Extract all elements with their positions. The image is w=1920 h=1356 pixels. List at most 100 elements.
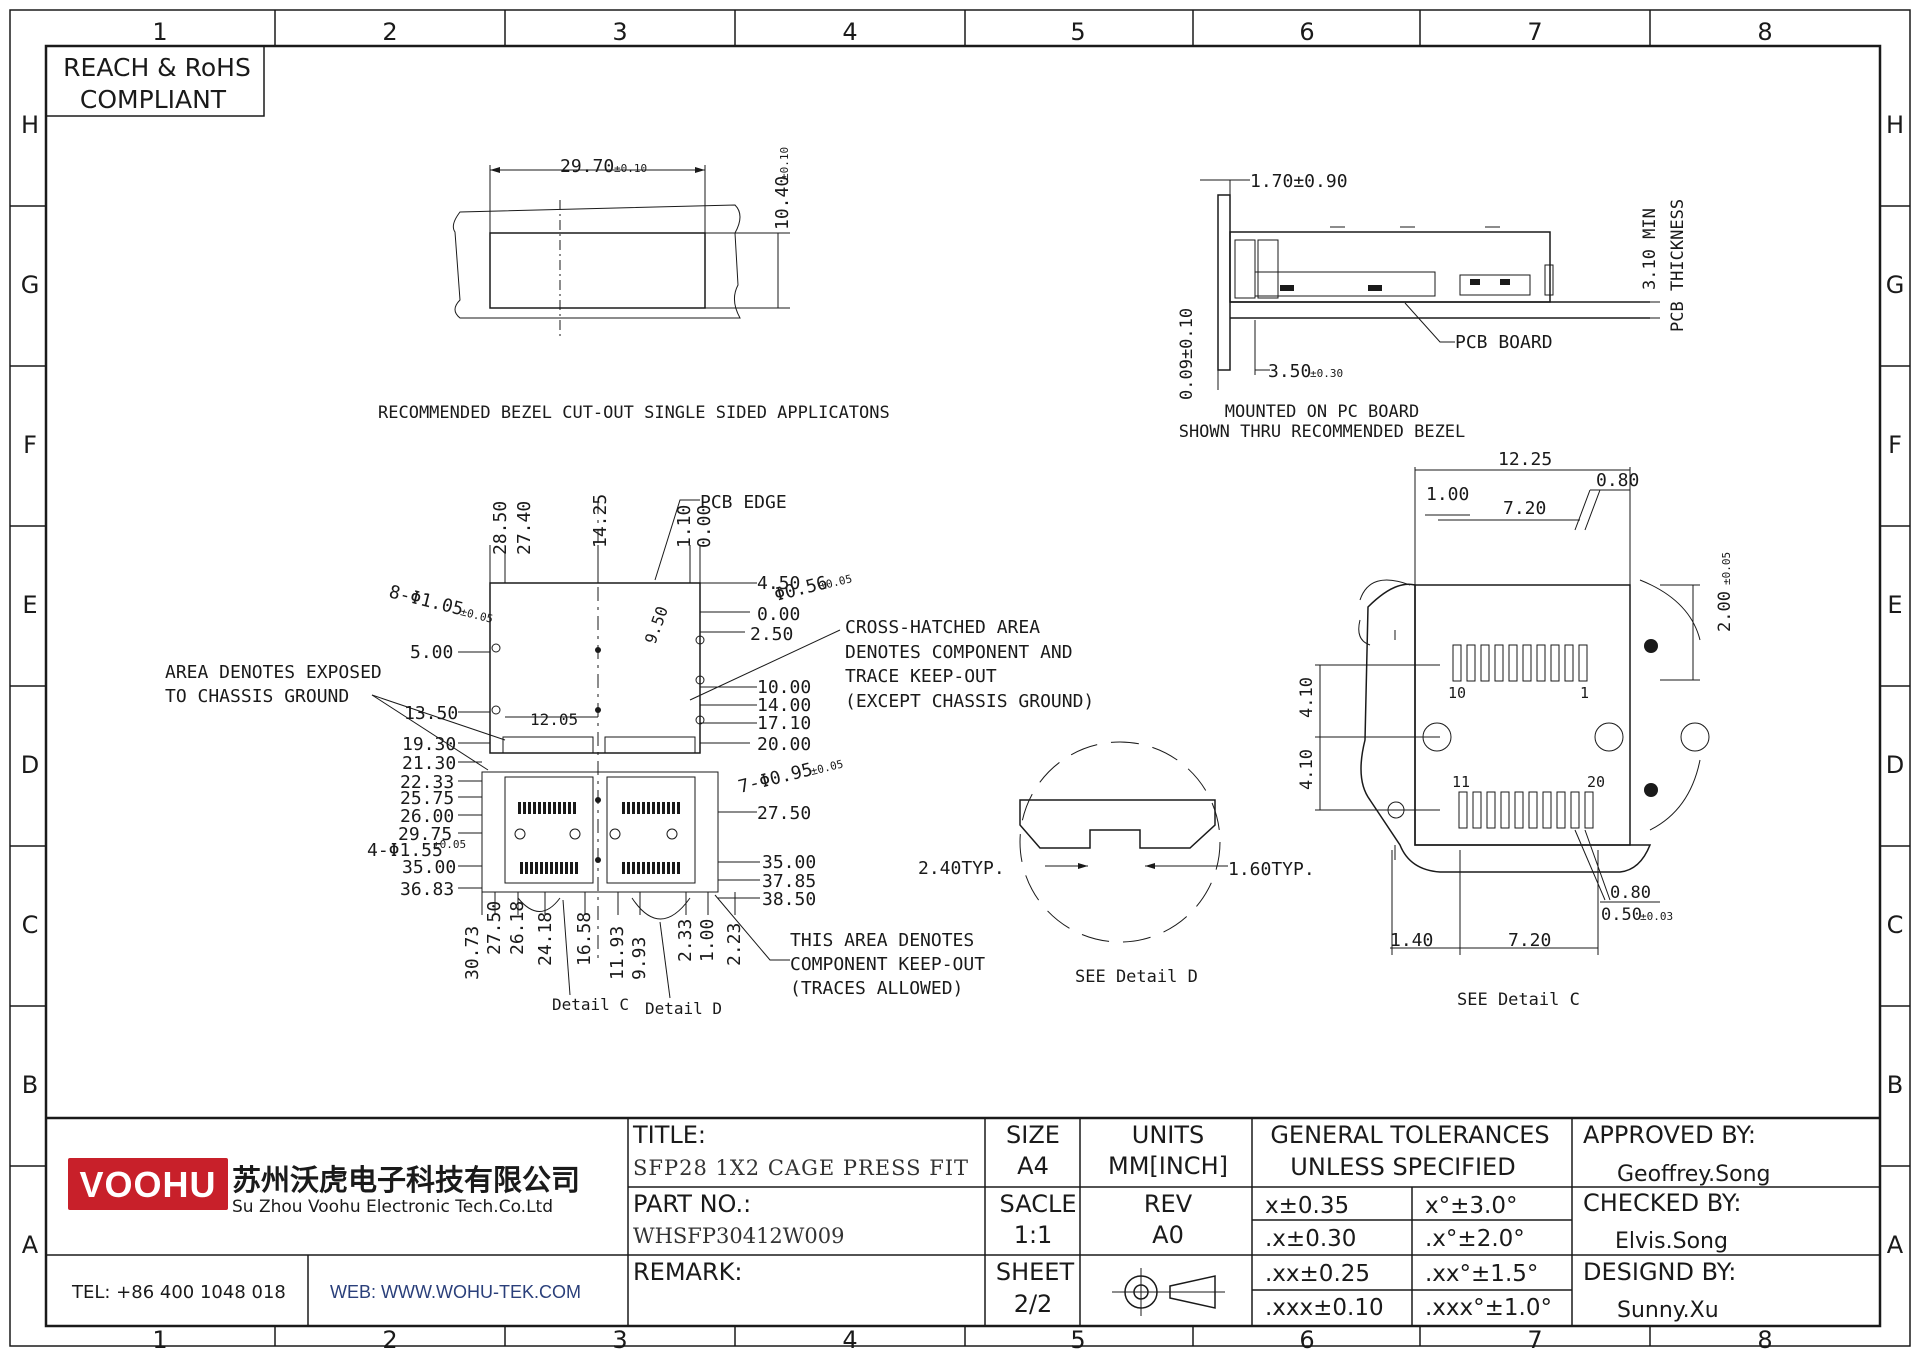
fp-note-cross-3: TRACE KEEP-OUT	[845, 666, 997, 687]
fp-top-dim-14-25: 14.25	[590, 494, 611, 548]
row-label: G	[21, 271, 40, 299]
fp-left-dim: 35.00	[402, 857, 456, 878]
tel: TEL: +86 400 1048 018	[71, 1282, 286, 1303]
row-label: G	[1886, 271, 1905, 299]
row-label: C	[22, 911, 39, 939]
designed-value: Sunny.Xu	[1617, 1298, 1719, 1323]
footprint-pad	[558, 802, 561, 814]
fp-left-dim: 36.83	[400, 879, 454, 900]
units-value: MM[INCH]	[1108, 1152, 1228, 1180]
tol-angular: .xx°±1.5°	[1425, 1261, 1538, 1287]
fp-left-dim: 29.75	[398, 824, 452, 845]
fp-bottom-dim: 24.18	[535, 912, 556, 966]
fp-bottom-dim: 9.93	[629, 937, 650, 980]
row-labels-left: H G F E D C B A	[21, 111, 40, 1259]
fp-bottom-dim: 26.18	[507, 901, 528, 955]
detail-c-dim-12-25: 12.25	[1498, 449, 1552, 470]
row-label: F	[1888, 431, 1902, 459]
row-label: A	[22, 1231, 39, 1259]
fp-inner-dim-9-50: 9.50	[641, 604, 672, 647]
footprint-pad	[523, 802, 526, 814]
side-caption-2: SHOWN THRU RECOMMENDED BEZEL	[1179, 422, 1466, 442]
footprint-pad	[647, 862, 650, 874]
fp-right-dim: 38.50	[762, 889, 816, 910]
row-labels-right: H G F E D C B A	[1886, 111, 1905, 1259]
footprint-pad	[535, 862, 538, 874]
bezel-width-tol: ±0.10	[614, 162, 647, 175]
bezel-cutout-outline	[489, 232, 706, 309]
fp-detail-d-label: Detail D	[645, 999, 722, 1018]
fp-hole-note-4: 4-Φ1.55	[367, 840, 443, 861]
footprint-pad	[530, 862, 533, 874]
fp-bottom-dim: 2.23	[724, 923, 745, 966]
tol-angular: .xxx°±1.0°	[1425, 1295, 1552, 1321]
fp-note-exposed-1: AREA DENOTES EXPOSED	[165, 662, 382, 683]
fp-note-cross-2: DENOTES COMPONENT AND	[845, 642, 1073, 663]
fp-right-dim: 27.50	[757, 803, 811, 824]
detail-c-view: 12.25 1.00 7.20 0.80 2.00 ±0.05 4.10 4.1…	[1297, 449, 1735, 1010]
footprint-pad	[657, 802, 660, 814]
footprint-pad	[677, 802, 680, 814]
side-pcb-thickness: PCB THICKNESS	[1668, 199, 1688, 332]
column-label: 3	[612, 18, 627, 46]
fp-hole-note-3: 7-Φ0.95	[736, 759, 815, 798]
part-value: WHSFP30412W009	[633, 1224, 844, 1248]
fp-top-dim-0-00: 0.00	[694, 505, 715, 548]
footprint-pad	[570, 862, 573, 874]
footprint-pad	[637, 802, 640, 814]
compliance-line-2: COMPLIANT	[80, 85, 227, 114]
footprint-pad	[627, 862, 630, 874]
detail-c-dim-2-00-tol: ±0.05	[1720, 552, 1733, 585]
detail-c-dim-0-80-bot: 0.80	[1610, 883, 1651, 903]
fp-hole-note-3-tol: ±0.05	[809, 757, 844, 778]
checked-label: CHECKED BY:	[1583, 1189, 1741, 1217]
column-label: 7	[1527, 18, 1542, 46]
footprint-pad	[538, 802, 541, 814]
web-link[interactable]: WEB: WWW.WOHU-TEK.COM	[330, 1282, 581, 1302]
footprint-pad	[632, 802, 635, 814]
side-dim-bottom-tol: ±0.30	[1310, 367, 1343, 380]
detail-c-pad	[1514, 791, 1524, 829]
detail-c-pin-10: 10	[1448, 684, 1466, 702]
column-label: 3	[612, 1326, 627, 1354]
detail-c-dim-2-00: 2.00	[1715, 591, 1735, 632]
fp-left-dim: 5.00	[410, 642, 453, 663]
detail-c-dim-1-00: 1.00	[1426, 484, 1469, 505]
footprint-pad	[647, 802, 650, 814]
footprint-pad	[652, 802, 655, 814]
footprint-pad	[627, 802, 630, 814]
fp-note-keep-3: (TRACES ALLOWED)	[790, 978, 963, 999]
footprint-pad	[642, 802, 645, 814]
footprint-pad	[637, 862, 640, 874]
footprint-pad	[548, 802, 551, 814]
column-label: 5	[1070, 18, 1085, 46]
detail-c-pin-1: 1	[1580, 684, 1589, 702]
detail-c-pad	[1550, 644, 1560, 682]
column-label: 2	[382, 1326, 397, 1354]
detail-c-pad	[1472, 791, 1482, 829]
row-label: D	[21, 751, 39, 779]
footprint-pad	[662, 802, 665, 814]
column-label: 1	[152, 18, 167, 46]
detail-c-pad	[1584, 791, 1594, 829]
fp-left-dim: 19.30	[402, 734, 456, 755]
side-dim-right: 3.10 MIN	[1640, 208, 1660, 290]
fp-left-dim: 25.75	[400, 788, 454, 809]
tol-linear: .xxx±0.10	[1265, 1295, 1384, 1321]
sheet-value: 2/2	[1014, 1290, 1053, 1318]
fp-note-keep-2: COMPONENT KEEP-OUT	[790, 954, 985, 975]
detail-c-pad	[1508, 644, 1518, 682]
approved-label: APPROVED BY:	[1583, 1121, 1756, 1149]
fp-detail-c-label: Detail C	[552, 995, 629, 1014]
footprint-pad	[672, 802, 675, 814]
side-dim-left: 0.09±0.10	[1177, 308, 1197, 400]
logo-text: VOOHU	[79, 1164, 216, 1205]
voohu-logo	[68, 1158, 228, 1210]
detail-d-caption: SEE Detail D	[1075, 967, 1198, 987]
fp-right-dim: 20.00	[757, 734, 811, 755]
fp-left-dim: 21.30	[402, 753, 456, 774]
footprint-pad	[568, 802, 571, 814]
rev-value: A0	[1152, 1221, 1184, 1249]
footprint-pad	[632, 862, 635, 874]
